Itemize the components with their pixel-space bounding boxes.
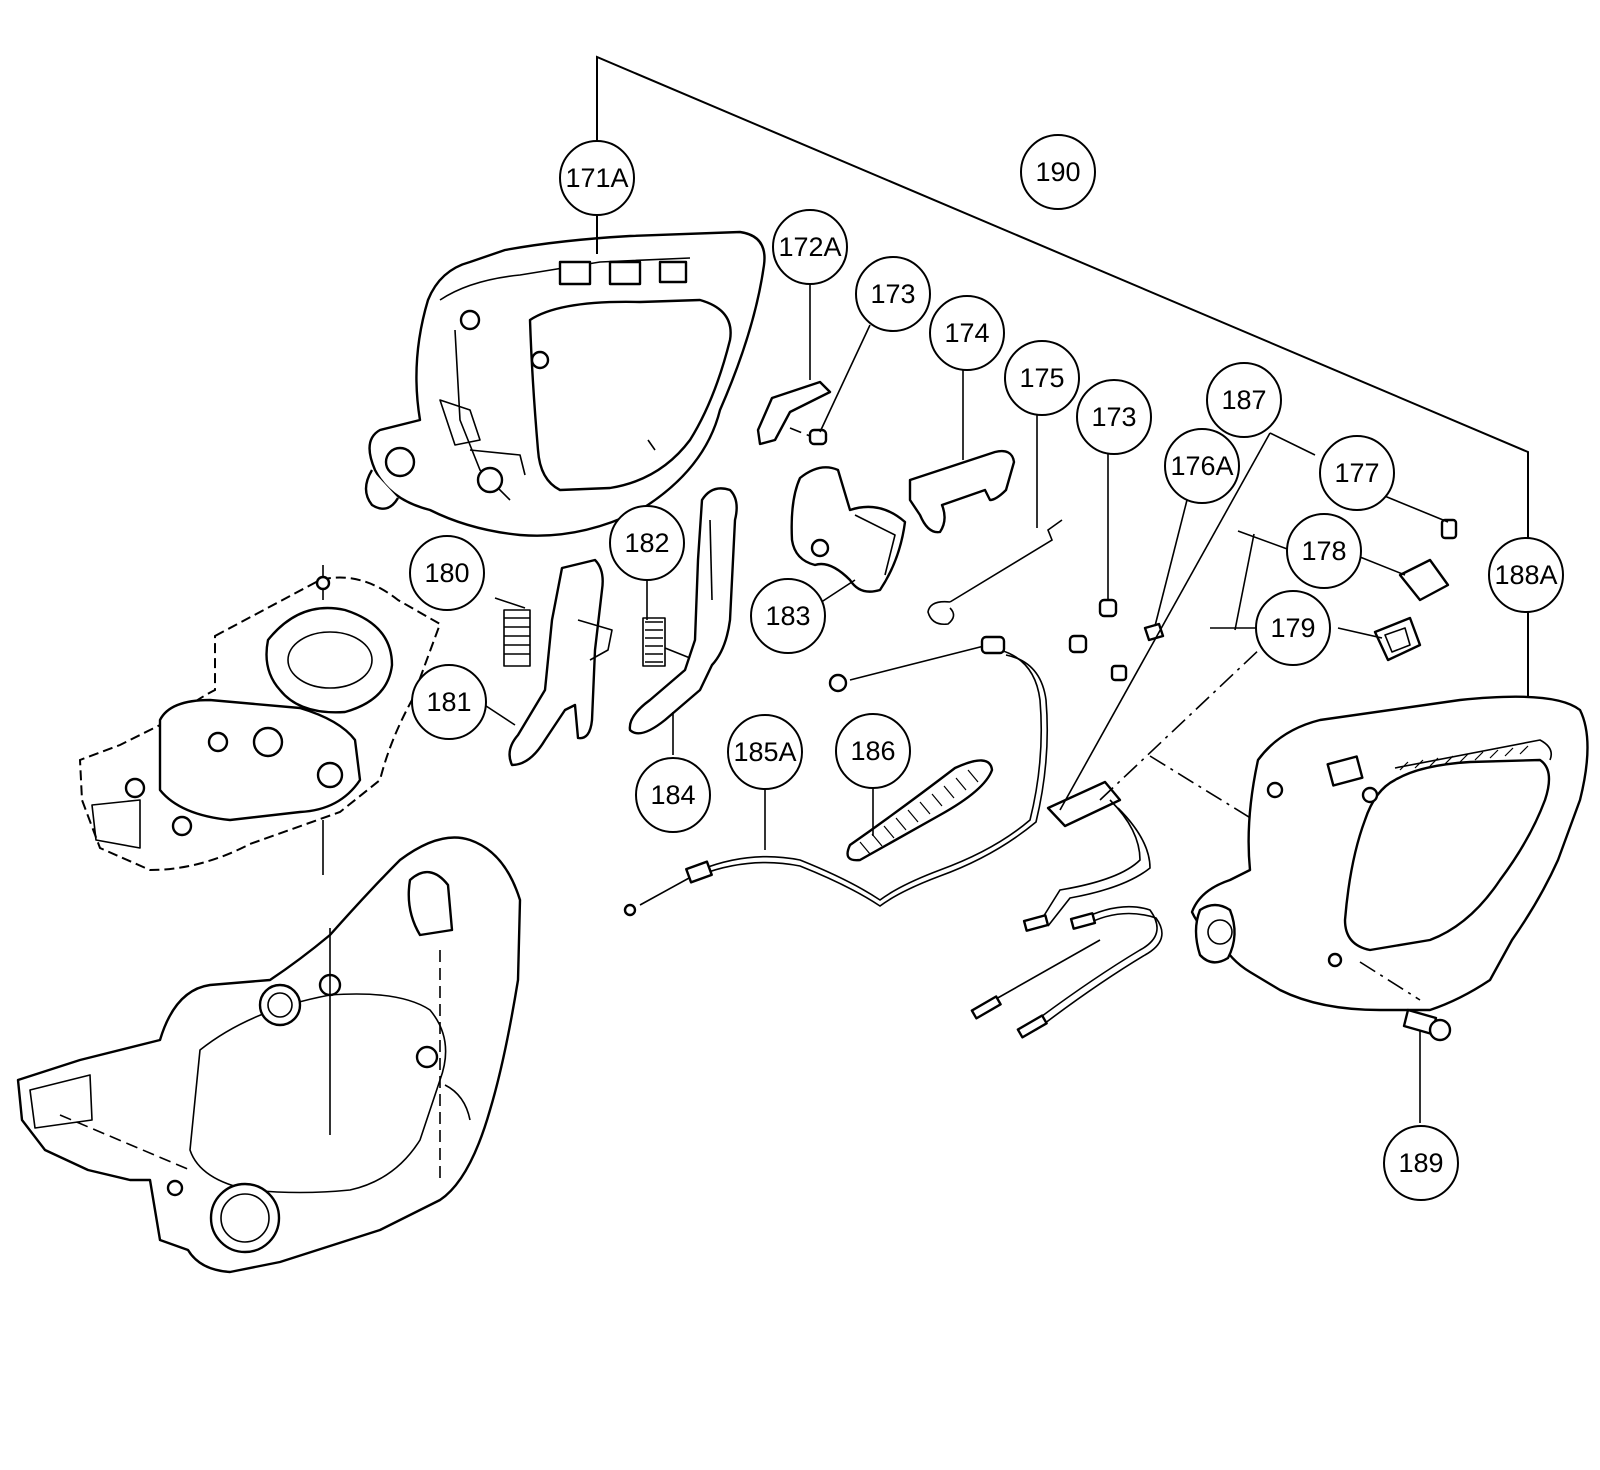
callout-185A: 185A	[727, 714, 803, 790]
callout-188A: 188A	[1488, 537, 1564, 613]
throttle-trigger-184	[628, 487, 738, 735]
callout-176A: 176A	[1164, 428, 1240, 504]
handle-half-171A	[364, 230, 766, 537]
label-180: 180	[424, 558, 469, 588]
callout-173-upper: 173	[855, 256, 931, 332]
clip-176A	[1143, 622, 1165, 642]
callout-183: 183	[750, 578, 826, 654]
spring-182	[642, 617, 691, 667]
gear-case-outline	[78, 565, 442, 875]
main-housing	[16, 836, 522, 1274]
label-188A: 188A	[1494, 560, 1557, 590]
callout-186: 186	[835, 713, 911, 789]
callout-190: 190	[1020, 134, 1096, 210]
lock-lever-181	[508, 558, 613, 767]
label-183: 183	[765, 601, 810, 631]
switch-cover-178	[1398, 558, 1450, 602]
screw-173-upper	[789, 427, 828, 446]
screw-177	[1440, 518, 1458, 540]
callout-189: 189	[1383, 1125, 1459, 1201]
callout-179: 179	[1255, 590, 1331, 666]
callout-180: 180	[409, 535, 485, 611]
label-176A: 176A	[1170, 451, 1233, 481]
spring-wire-175	[927, 519, 1063, 626]
callout-187: 187	[1206, 362, 1282, 438]
screw-173-lower	[1068, 598, 1128, 682]
throttle-cable-185A	[623, 635, 1049, 917]
label-185A: 185A	[733, 737, 796, 767]
label-171A: 171A	[565, 163, 628, 193]
callout-181: 181	[411, 664, 487, 740]
spring-sleeve-186	[846, 759, 994, 862]
label-174: 174	[944, 318, 989, 348]
label-186: 186	[850, 736, 895, 766]
label-177: 177	[1334, 458, 1379, 488]
lever-172A	[756, 380, 832, 446]
label-172A: 172A	[778, 232, 841, 262]
callout-175: 175	[1004, 340, 1080, 416]
switch-187	[970, 629, 1281, 1039]
throttle-housing-183	[790, 466, 907, 593]
label-173-upper: 173	[870, 279, 915, 309]
label-175: 175	[1019, 363, 1064, 393]
label-190: 190	[1035, 157, 1080, 187]
callout-177: 177	[1319, 435, 1395, 511]
label-179: 179	[1270, 613, 1315, 643]
callout-171A: 171A	[559, 140, 635, 216]
callout-184: 184	[635, 757, 711, 833]
label-181: 181	[426, 687, 471, 717]
cover-174	[908, 449, 1016, 534]
callout-174: 174	[929, 295, 1005, 371]
front-handle-188A	[1190, 695, 1589, 1012]
callout-173-lower: 173	[1076, 379, 1152, 455]
label-173-lower: 173	[1091, 402, 1136, 432]
label-187: 187	[1221, 385, 1266, 415]
spring-180	[503, 609, 531, 667]
plate-179	[1373, 616, 1422, 662]
label-184: 184	[650, 780, 695, 810]
label-189: 189	[1398, 1148, 1443, 1178]
callout-178: 178	[1286, 513, 1362, 589]
label-182: 182	[624, 528, 669, 558]
callout-172A: 172A	[772, 209, 848, 285]
label-178: 178	[1301, 536, 1346, 566]
callout-182: 182	[609, 505, 685, 581]
screw-189	[1402, 1008, 1452, 1042]
